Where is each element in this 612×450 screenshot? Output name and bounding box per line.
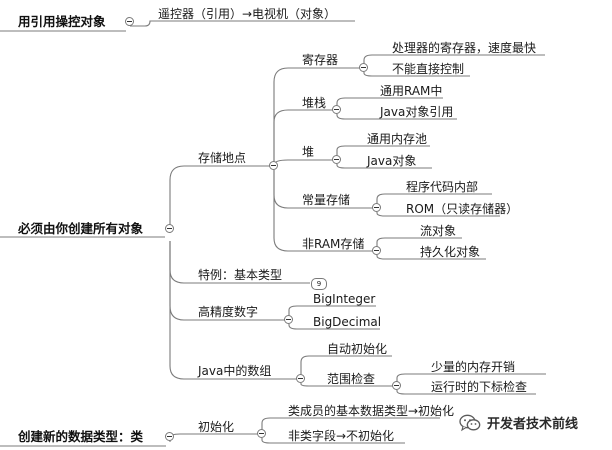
node-bigdecimal[interactable]: BigDecimal	[313, 315, 382, 329]
collapse-toggle-highprec[interactable]	[284, 315, 293, 324]
node-range-check[interactable]: 范围检查	[327, 372, 376, 386]
node-storage[interactable]: 存储地点	[198, 151, 247, 165]
collapse-toggle-const[interactable]	[372, 203, 381, 212]
collapse-toggle-root1[interactable]	[125, 17, 134, 26]
collapse-toggle-storage[interactable]	[269, 161, 278, 170]
node-high-precision[interactable]: 高精度数字	[198, 305, 259, 319]
node-remote-tv[interactable]: 遥控器（引用）→电视机（对象）	[158, 7, 337, 21]
node-register-no-control[interactable]: 不能直接控制	[392, 62, 465, 76]
collapse-toggle-register[interactable]	[359, 63, 368, 72]
collapse-toggle-array[interactable]	[296, 374, 305, 383]
collapse-toggle-init[interactable]	[257, 429, 266, 438]
collapse-toggle-stack[interactable]	[332, 105, 341, 114]
node-nonmember-no-init[interactable]: 非类字段→不初始化	[288, 429, 395, 443]
node-heap-object[interactable]: Java对象	[367, 154, 417, 168]
node-stack[interactable]: 堆栈	[302, 96, 327, 110]
node-member-init[interactable]: 类成员的基本数据类型→初始化	[288, 404, 455, 418]
node-java-arrays[interactable]: Java中的数组	[198, 364, 272, 378]
collapse-toggle-nonram[interactable]	[372, 246, 381, 255]
node-primitive-types[interactable]: 特例：基本类型	[198, 268, 283, 282]
node-persist-object[interactable]: 持久化对象	[420, 245, 481, 259]
node-const-rom[interactable]: ROM（只读存储器）	[406, 202, 519, 216]
node-nonram[interactable]: 非RAM存储	[302, 237, 365, 251]
watermark: 开发者技术前线	[459, 413, 578, 432]
node-heap-pool[interactable]: 通用内存池	[367, 132, 428, 146]
node-register-fastest[interactable]: 处理器的寄存器，速度最快	[392, 41, 537, 55]
node-const-storage[interactable]: 常量存储	[302, 193, 351, 207]
watermark-text: 开发者技术前线	[487, 417, 579, 432]
node-heap[interactable]: 堆	[302, 145, 315, 159]
child-count-badge[interactable]: 9	[311, 278, 327, 290]
collapse-toggle-range-check[interactable]	[392, 381, 401, 390]
root-node-new-class-type[interactable]: 创建新的数据类型：类	[18, 429, 144, 444]
wechat-icon	[459, 414, 481, 431]
root-node-use-reference[interactable]: 用引用操控对象	[18, 14, 106, 29]
node-stack-ref[interactable]: Java对象引用	[380, 105, 454, 119]
collapse-toggle-root3[interactable]	[165, 432, 174, 441]
node-little-memory[interactable]: 少量的内存开销	[431, 360, 516, 374]
node-stream-object[interactable]: 流对象	[420, 224, 457, 238]
node-stack-ram[interactable]: 通用RAM中	[380, 84, 443, 98]
node-initialization[interactable]: 初始化	[198, 420, 235, 434]
collapse-toggle-heap[interactable]	[332, 155, 341, 164]
root-node-create-objects[interactable]: 必须由你创建所有对象	[18, 221, 144, 236]
node-biginteger[interactable]: BigInteger	[313, 292, 376, 306]
node-register[interactable]: 寄存器	[302, 53, 339, 67]
node-runtime-index-check[interactable]: 运行时的下标检查	[431, 380, 528, 394]
collapse-toggle-root2[interactable]	[165, 224, 174, 233]
node-const-code[interactable]: 程序代码内部	[406, 180, 479, 194]
node-auto-init[interactable]: 自动初始化	[327, 342, 388, 356]
